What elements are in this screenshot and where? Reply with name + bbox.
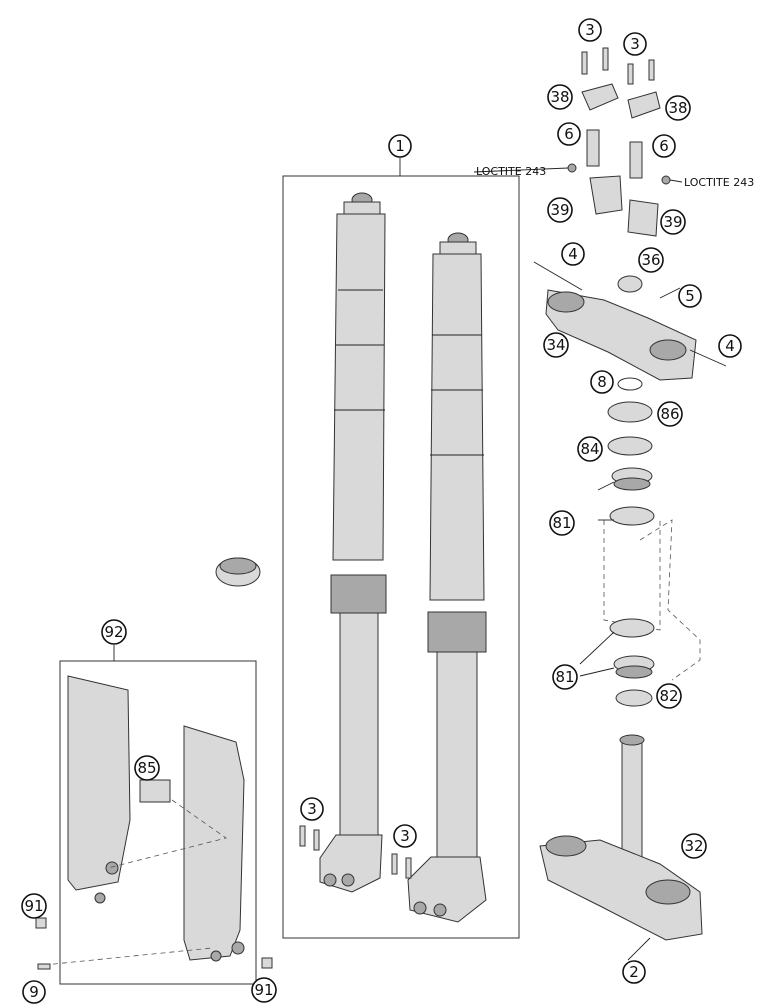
svg-text:36: 36: [641, 251, 660, 269]
svg-text:34: 34: [546, 336, 565, 354]
fork-leg-right: [407, 232, 487, 923]
callout-38-left: 38: [547, 84, 573, 110]
svg-text:9: 9: [29, 983, 39, 1001]
svg-text:82: 82: [659, 687, 678, 705]
svg-text:2: 2: [629, 963, 639, 981]
svg-text:4: 4: [568, 245, 578, 263]
svg-text:32: 32: [684, 837, 703, 855]
fork-protector-left: [67, 675, 131, 904]
svg-text:91: 91: [254, 981, 273, 999]
svg-text:39: 39: [663, 213, 682, 231]
callout-86: 86: [657, 401, 683, 427]
callout-4-right: 4: [718, 334, 742, 358]
svg-text:8: 8: [597, 373, 607, 391]
svg-text:91: 91: [24, 897, 43, 915]
upper-triple-clamp: [533, 261, 727, 381]
lower-seal: [615, 689, 653, 707]
lower-triple-clamp: [539, 734, 703, 961]
svg-text:86: 86: [660, 405, 679, 423]
svg-text:81: 81: [552, 514, 571, 532]
dust-seal: [607, 401, 653, 423]
svg-text:1: 1: [395, 137, 405, 155]
callout-4-top: 4: [561, 242, 585, 266]
loose-ring-part: [215, 557, 261, 587]
seal-ring: [607, 436, 653, 456]
lower-bearing-cup: [609, 618, 655, 638]
svg-text:84: 84: [580, 440, 599, 458]
loctite-note-left: LOCTITE 243: [476, 165, 546, 178]
svg-text:92: 92: [104, 623, 123, 641]
svg-text:39: 39: [550, 201, 569, 219]
callout-9: 9: [22, 980, 46, 1004]
callout-38-right: 38: [665, 95, 691, 121]
callout-3-top-left: 3: [578, 18, 602, 42]
callout-6-right: 6: [652, 134, 676, 158]
callout-84: 84: [577, 436, 603, 462]
riser-bolts: [567, 129, 671, 185]
fork-group-frame: [282, 175, 520, 939]
o-ring: [617, 377, 643, 391]
callout-36: 36: [638, 247, 664, 273]
svg-text:3: 3: [630, 35, 640, 53]
loctite-note-right: LOCTITE 243: [684, 176, 754, 189]
svg-text:81: 81: [555, 668, 574, 686]
callout-2: 2: [622, 960, 646, 984]
callout-5: 5: [678, 284, 702, 308]
callout-81-lower: 81: [552, 664, 578, 690]
upper-bearing: [611, 467, 653, 491]
screws-lower: [35, 825, 412, 970]
svg-text:38: 38: [550, 88, 569, 106]
fork-protector-frame: [59, 660, 257, 985]
svg-text:85: 85: [137, 759, 156, 777]
callout-39-left: 39: [547, 197, 573, 223]
clamp-part: [139, 779, 171, 803]
upper-bearing-cup: [609, 506, 655, 526]
callout-1: 1: [388, 134, 412, 158]
svg-text:6: 6: [564, 125, 574, 143]
callout-6-left: 6: [557, 122, 581, 146]
callout-39-right: 39: [660, 209, 686, 235]
fork-leg-left: [319, 192, 387, 893]
callout-3-top-right: 3: [623, 32, 647, 56]
svg-text:3: 3: [585, 21, 595, 39]
callout-82: 82: [656, 683, 682, 709]
callout-92: 92: [101, 619, 127, 645]
svg-text:4: 4: [725, 337, 735, 355]
handlebar-clamp-bottom: [589, 175, 659, 237]
upper-bolts: [581, 47, 655, 85]
callout-3-fork-right: 3: [393, 824, 417, 848]
lower-bearing: [613, 655, 655, 679]
fork-protector-right: [183, 725, 245, 962]
svg-text:5: 5: [685, 287, 695, 305]
callout-91-left: 91: [21, 893, 47, 919]
svg-text:6: 6: [659, 137, 669, 155]
svg-text:3: 3: [400, 827, 410, 845]
svg-text:38: 38: [668, 99, 687, 117]
callout-85: 85: [134, 755, 160, 781]
callout-32: 32: [681, 833, 707, 859]
callout-3-fork-left: 3: [300, 797, 324, 821]
callout-91-right: 91: [251, 977, 277, 1003]
callout-81-upper: 81: [549, 510, 575, 536]
handlebar-clamp-top: [581, 83, 661, 119]
callout-34: 34: [543, 332, 569, 358]
callout-8: 8: [590, 370, 614, 394]
svg-text:3: 3: [307, 800, 317, 818]
